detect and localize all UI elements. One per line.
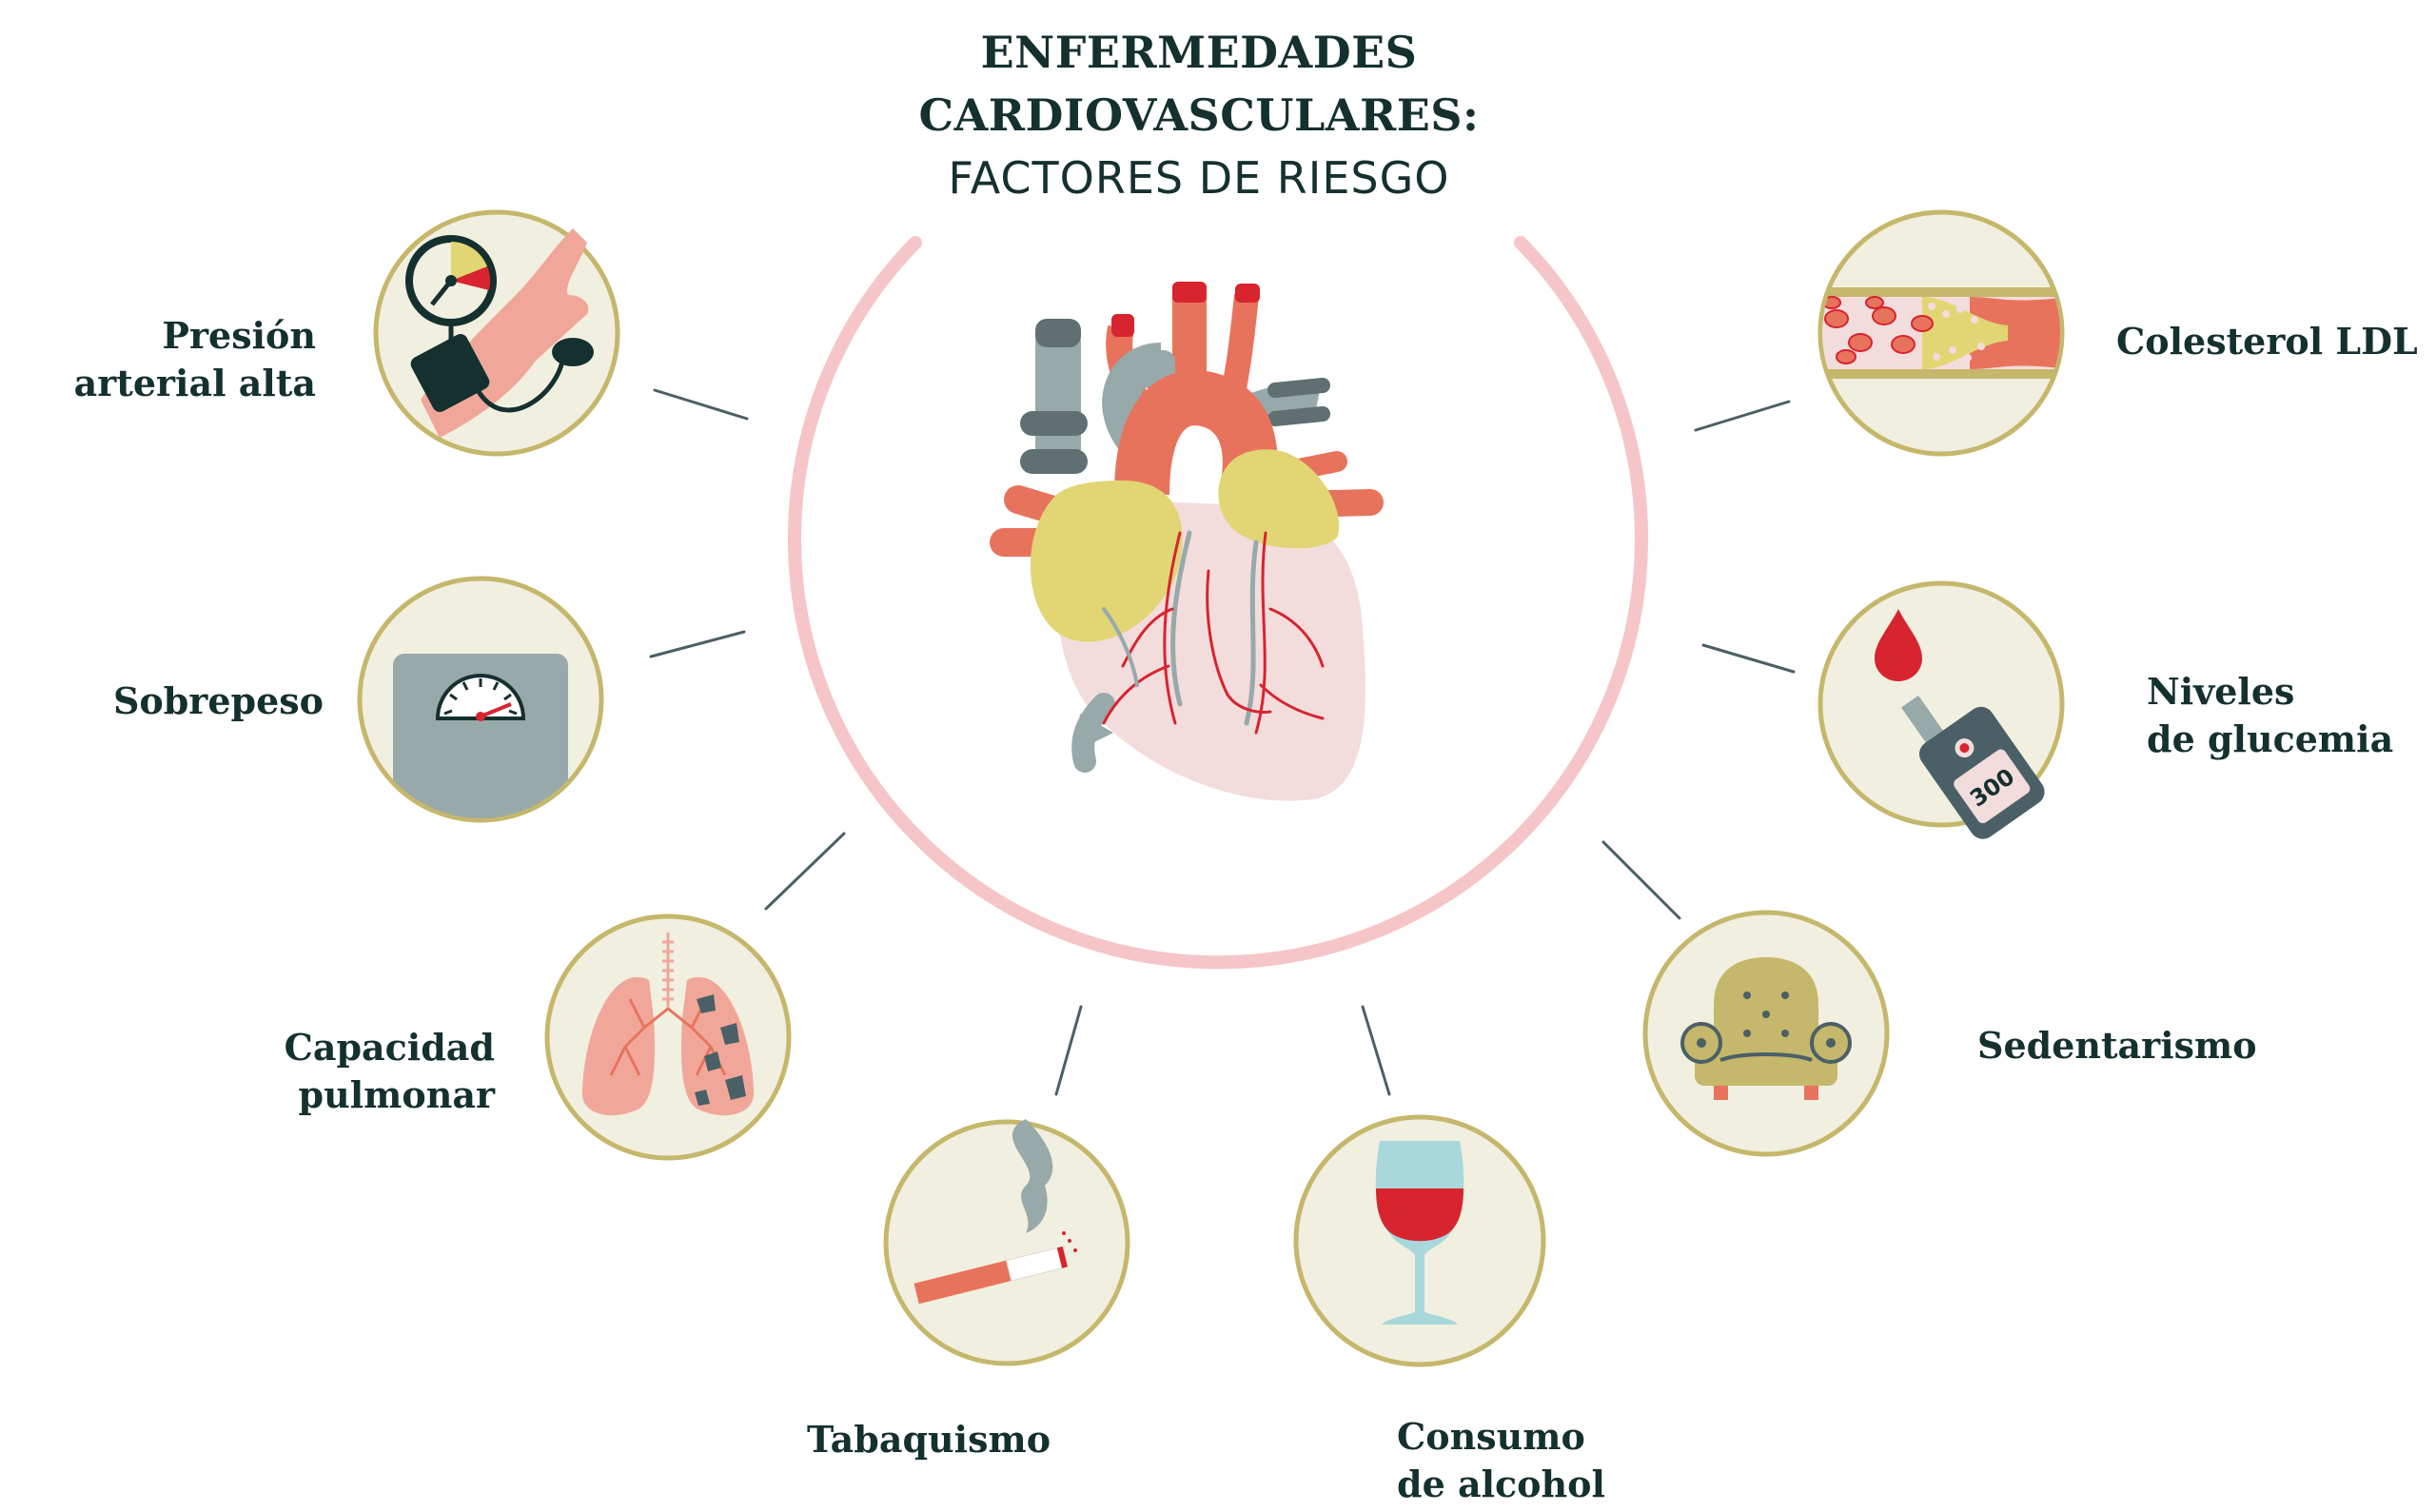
central-ring xyxy=(788,236,1648,970)
cigarette-icon xyxy=(883,1119,1130,1366)
label-sobrepeso: Sobrepeso xyxy=(57,677,324,725)
title-line-1: ENFERMEDADES xyxy=(980,27,1418,78)
connector-tabaquismo xyxy=(1054,1005,1083,1096)
label-alcohol-line-2: de alcohol xyxy=(1397,1463,1605,1505)
label-colesterol-line-1: Colesterol LDL xyxy=(2116,320,2418,363)
label-tabaquismo-line-1: Tabaquismo xyxy=(807,1418,1051,1461)
label-glucemia-line-1: Niveles xyxy=(2147,670,2295,713)
label-alcohol-line-1: Consumo xyxy=(1397,1415,1585,1458)
scale-icon xyxy=(357,576,604,823)
label-presion-line-1: Presión xyxy=(162,314,316,357)
connector-sedentarismo xyxy=(1601,840,1681,920)
connector-pulmonar xyxy=(764,832,846,911)
label-sobrepeso-line-1: Sobrepeso xyxy=(112,679,324,722)
label-glucemia-line-2: de glucemia xyxy=(2147,717,2394,760)
label-tabaquismo: Tabaquismo xyxy=(807,1416,1051,1463)
label-colesterol-ldl: Colesterol LDL xyxy=(2116,318,2418,365)
label-presion-line-2: arterial alta xyxy=(73,362,316,404)
label-niveles-de-glucemia: Niveles de glucemia xyxy=(2147,668,2393,763)
armchair-icon xyxy=(1642,910,1890,1157)
connector-glucemia xyxy=(1701,643,1796,674)
label-presion-arterial-alta: Presión arterial alta xyxy=(67,312,316,407)
label-consumo-de-alcohol: Consumo de alcohol xyxy=(1397,1413,1605,1508)
label-sedentarismo-line-1: Sedentarismo xyxy=(1977,1024,2257,1067)
connector-presion xyxy=(653,388,749,421)
title-block: ENFERMEDADES CARDIOVASCULARES: FACTORES … xyxy=(837,21,1561,209)
glucometer-icon: 300 xyxy=(1817,580,2065,839)
lungs-icon xyxy=(544,913,792,1161)
wine-glass-icon xyxy=(1293,1114,1546,1367)
subtitle: FACTORES DE RIESGO xyxy=(948,152,1450,204)
label-sedentarismo: Sedentarismo xyxy=(1977,1022,2257,1070)
label-pulmonar-line-1: Capacidad xyxy=(284,1026,495,1069)
blood-pressure-icon xyxy=(373,209,620,457)
heart-icon xyxy=(990,282,1384,801)
label-pulmonar-line-2: pulmonar xyxy=(298,1073,495,1116)
connector-lines xyxy=(649,388,1796,1096)
title-line-2: CARDIOVASCULARES: xyxy=(918,89,1480,141)
connector-alcohol xyxy=(1361,1005,1391,1096)
connector-sobrepeso xyxy=(649,630,746,658)
connector-colesterol xyxy=(1694,400,1791,432)
label-capacidad-pulmonar: Capacidad pulmonar xyxy=(238,1024,495,1119)
factor-icons: 300 xyxy=(357,209,2065,1367)
artery-icon xyxy=(1817,209,2065,457)
